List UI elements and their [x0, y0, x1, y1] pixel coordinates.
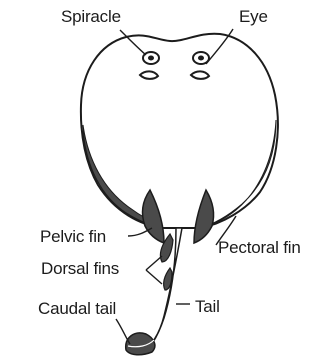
dorsal-fins-label: Dorsal fins	[41, 260, 119, 277]
caudal-tail-label: Caudal tail	[38, 300, 116, 317]
caudal-tail-leader	[116, 319, 130, 344]
tail-label: Tail	[195, 298, 220, 315]
pectoral-fin-label: Pectoral fin	[218, 239, 301, 256]
dorsal-fins-leader-2	[146, 270, 162, 284]
pelvic-fin-label: Pelvic fin	[40, 228, 106, 245]
dorsal-fins-leader-1	[146, 256, 162, 270]
spiracle-label: Spiracle	[61, 8, 121, 25]
eye-label: Eye	[239, 8, 268, 25]
